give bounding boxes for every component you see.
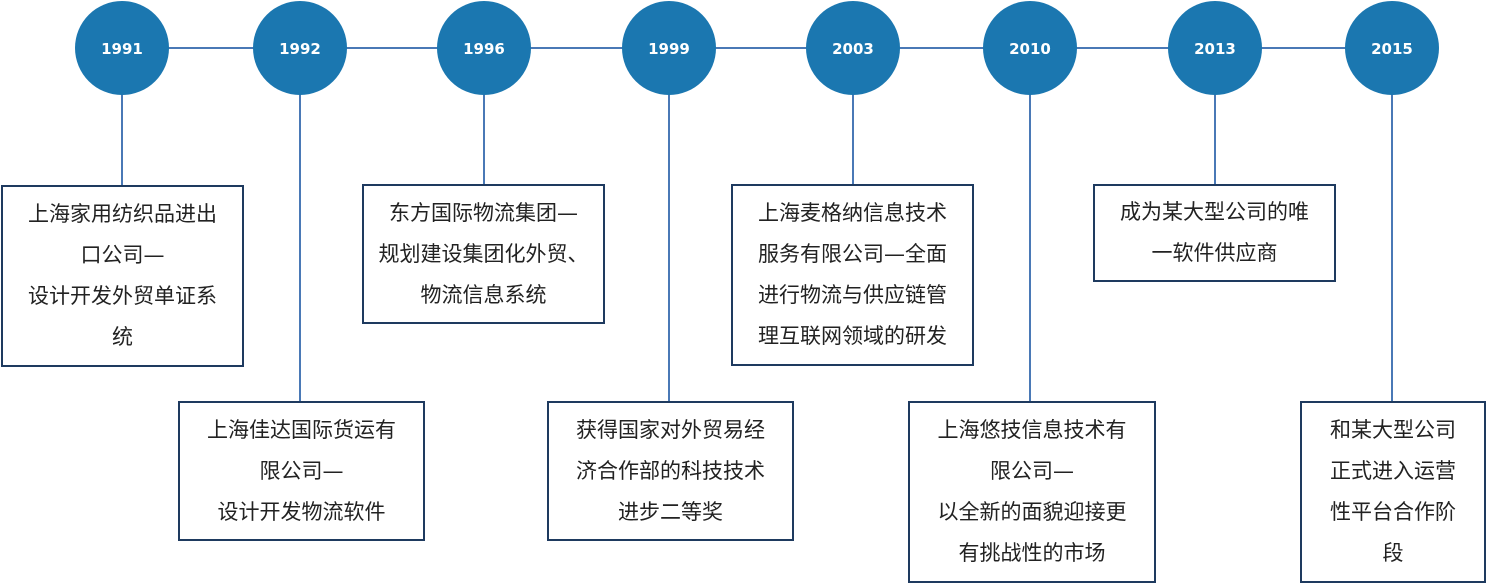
event-box: 获得国家对外贸易经济合作部的科技技术进步二等奖 xyxy=(547,401,794,541)
event-text-line: 设计开发外贸单证系 xyxy=(28,284,217,308)
event-box: 成为某大型公司的唯一软件供应商 xyxy=(1093,184,1336,282)
event-text-line: 上海悠技信息技术有 xyxy=(937,418,1127,442)
event-text-line: 上海家用纺织品进出 xyxy=(28,202,217,226)
event-box: 上海麦格纳信息技术服务有限公司—全面进行物流与供应链管理互联网领域的研发 xyxy=(731,184,974,366)
event-text-line: 限公司— xyxy=(990,459,1074,483)
year-node xyxy=(806,1,900,95)
year-node xyxy=(75,1,169,95)
year-label: 2003 xyxy=(832,40,874,58)
event-text-line: 统 xyxy=(112,325,133,349)
event-text-line: 济合作部的科技技术 xyxy=(576,458,765,483)
event-box: 上海悠技信息技术有限公司— 以全新的面貌迎接更有挑战性的市场 xyxy=(908,401,1156,583)
event-text-line: 上海麦格纳信息技术 xyxy=(758,201,947,225)
event-box: 上海佳达国际货运有限公司— 设计开发物流软件 xyxy=(178,401,425,541)
event-text-line: 服务有限公司—全面 xyxy=(758,242,947,266)
year-label: 1992 xyxy=(279,40,321,58)
event-text-line: 规划建设集团化外贸、 xyxy=(378,241,589,266)
event-text-line: 正式进入运营 xyxy=(1330,459,1456,483)
event-text-line: 物流信息系统 xyxy=(420,282,547,307)
event-box: 上海家用纺织品进出口公司— 设计开发外贸单证系统 xyxy=(1,185,244,367)
event-text-line: 口公司— xyxy=(80,243,165,267)
year-node xyxy=(437,1,531,95)
year-label: 2010 xyxy=(1009,40,1051,58)
event-text-line: 段 xyxy=(1382,541,1404,565)
year-node xyxy=(1345,1,1439,95)
event-text-line: 以全新的面貌迎接更 xyxy=(937,500,1127,524)
event-text-line: 有挑战性的市场 xyxy=(958,541,1106,565)
event-text-line: 进行物流与供应链管 xyxy=(758,283,947,307)
year-label: 1999 xyxy=(648,40,690,58)
event-text-line: 限公司— xyxy=(259,458,344,483)
event-text-line: 理互联网领域的研发 xyxy=(758,324,947,348)
year-label: 2015 xyxy=(1371,40,1413,58)
event-text-line: 成为某大型公司的唯 xyxy=(1120,200,1309,224)
event-text-line: 东方国际物流集团— xyxy=(389,200,578,225)
year-label: 1996 xyxy=(463,40,505,58)
event-box: 和某大型公司正式进入运营性平台合作阶段 xyxy=(1300,401,1486,583)
year-node xyxy=(1168,1,1262,95)
year-label: 1991 xyxy=(101,40,143,58)
event-text-line: 性平台合作阶 xyxy=(1330,500,1456,524)
event-text-line: 一软件供应商 xyxy=(1151,241,1278,265)
year-node xyxy=(253,1,347,95)
year-label: 2013 xyxy=(1194,40,1236,58)
event-text-line: 进步二等奖 xyxy=(618,499,723,524)
event-text-line: 获得国家对外贸易经 xyxy=(576,417,765,442)
year-node xyxy=(622,1,716,95)
event-box: 东方国际物流集团— 规划建设集团化外贸、物流信息系统 xyxy=(362,184,605,324)
event-text-line: 和某大型公司 xyxy=(1330,418,1456,442)
year-node xyxy=(983,1,1077,95)
event-text-line: 上海佳达国际货运有 xyxy=(207,417,396,442)
event-text-line: 设计开发物流软件 xyxy=(217,499,386,524)
